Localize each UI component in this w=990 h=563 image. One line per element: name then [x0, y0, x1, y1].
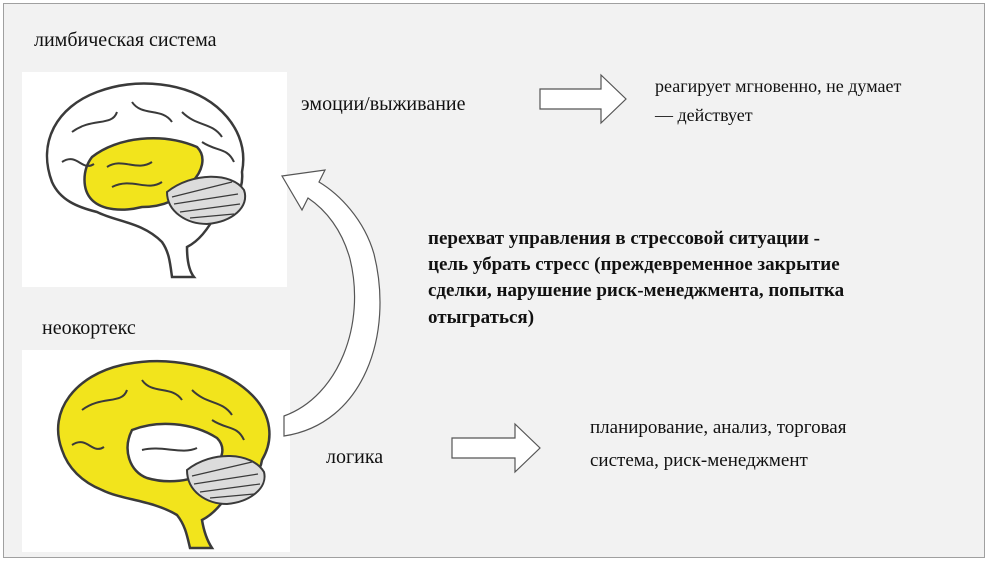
takeover-line-1: перехват управления в стрессовой ситуаци… [428, 228, 820, 249]
diagram-frame: лимбическая система неокортекс эмоции/вы… [3, 3, 985, 558]
takeover-line-2: цель убрать стресс (преждевременное закр… [428, 254, 840, 276]
connector-arrows [281, 73, 627, 474]
emotions-arrow [539, 73, 627, 125]
emotions-survival-label: эмоции/выживание [301, 93, 466, 115]
logic-arrow [451, 422, 541, 474]
limbic-description-line-1: реагирует мгновенно, не думает [655, 76, 902, 96]
limbic-system-title: лимбическая система [34, 29, 217, 51]
neocortex-description: планирование, анализ, торговая система, … [590, 411, 846, 478]
neocortex-brain-image [22, 350, 290, 552]
limbic-description-line-2: — действует [655, 104, 753, 125]
neocortex-title: неокортекс [42, 317, 136, 339]
takeover-description: перехват управления в стрессовой ситуаци… [428, 226, 948, 331]
neocortex-description-line-1: планирование, анализ, торговая [590, 417, 847, 438]
takeover-line-3: сделки, нарушение риск-менеджмента, попы… [428, 280, 845, 302]
limbic-brain-image [22, 72, 287, 287]
takeover-curved-arrow [281, 169, 381, 437]
logic-label: логика [326, 446, 384, 468]
neocortex-description-line-2: система, риск-менеджмент [590, 450, 808, 472]
takeover-line-4: отыграться) [428, 306, 535, 328]
limbic-description: реагирует мгновенно, не думает — действу… [655, 72, 901, 130]
